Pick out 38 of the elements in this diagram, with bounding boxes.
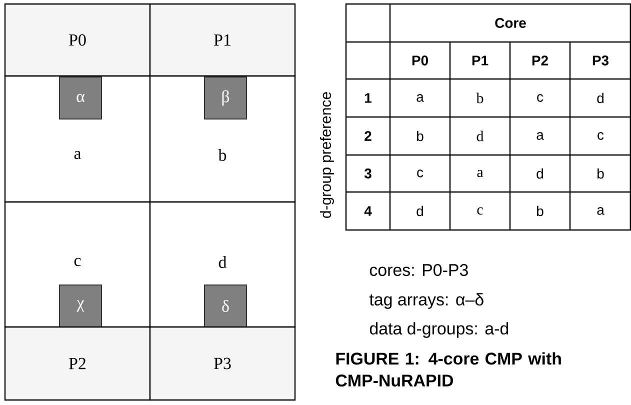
column-header: P1 xyxy=(472,56,488,66)
tag-array-box: χ xyxy=(59,284,102,328)
row-number: 4 xyxy=(364,206,372,216)
core-box: P1 xyxy=(149,3,296,77)
cell-value: c xyxy=(417,170,424,178)
cell-value: c xyxy=(598,132,604,140)
cell-value: d xyxy=(597,92,604,104)
tag-array-box: α xyxy=(59,76,102,120)
cell-value: b xyxy=(537,206,544,216)
column-header: P2 xyxy=(532,56,548,66)
row-number: 1 xyxy=(365,93,372,103)
cell-value: d xyxy=(416,206,423,216)
figure-caption: FIGURE 1: 4-core CMP with CMP-NuRAPID xyxy=(336,352,561,387)
cell-value: a xyxy=(477,170,484,178)
note-text: tag arrays: α–δ xyxy=(369,293,484,309)
cell-value: a xyxy=(536,132,544,140)
row-number: 2 xyxy=(364,131,372,141)
note-text: data d-groups: a-d xyxy=(370,322,508,338)
cell-value: b xyxy=(476,92,484,104)
column-header: P3 xyxy=(592,56,609,66)
tag-array-box: β xyxy=(204,76,247,120)
core-box: P2 xyxy=(4,326,151,401)
core-box: P0 xyxy=(4,3,151,77)
axis-label: d-group preference xyxy=(320,92,334,218)
cell-value: d xyxy=(476,130,484,142)
tag-array-box: δ xyxy=(204,284,247,328)
cell-value: b xyxy=(598,168,604,179)
row-number: 3 xyxy=(364,168,372,178)
column-header: Core xyxy=(495,18,526,28)
cell-value: d xyxy=(536,168,543,179)
cell-value: a xyxy=(597,207,604,215)
cell-value: a xyxy=(416,94,424,102)
cell-value: c xyxy=(477,207,483,215)
cell-value: b xyxy=(417,130,424,142)
note-text: cores: P0-P3 xyxy=(370,264,468,276)
core-box: P3 xyxy=(149,326,296,401)
column-header: P0 xyxy=(412,56,428,66)
cell-value: c xyxy=(537,94,544,102)
